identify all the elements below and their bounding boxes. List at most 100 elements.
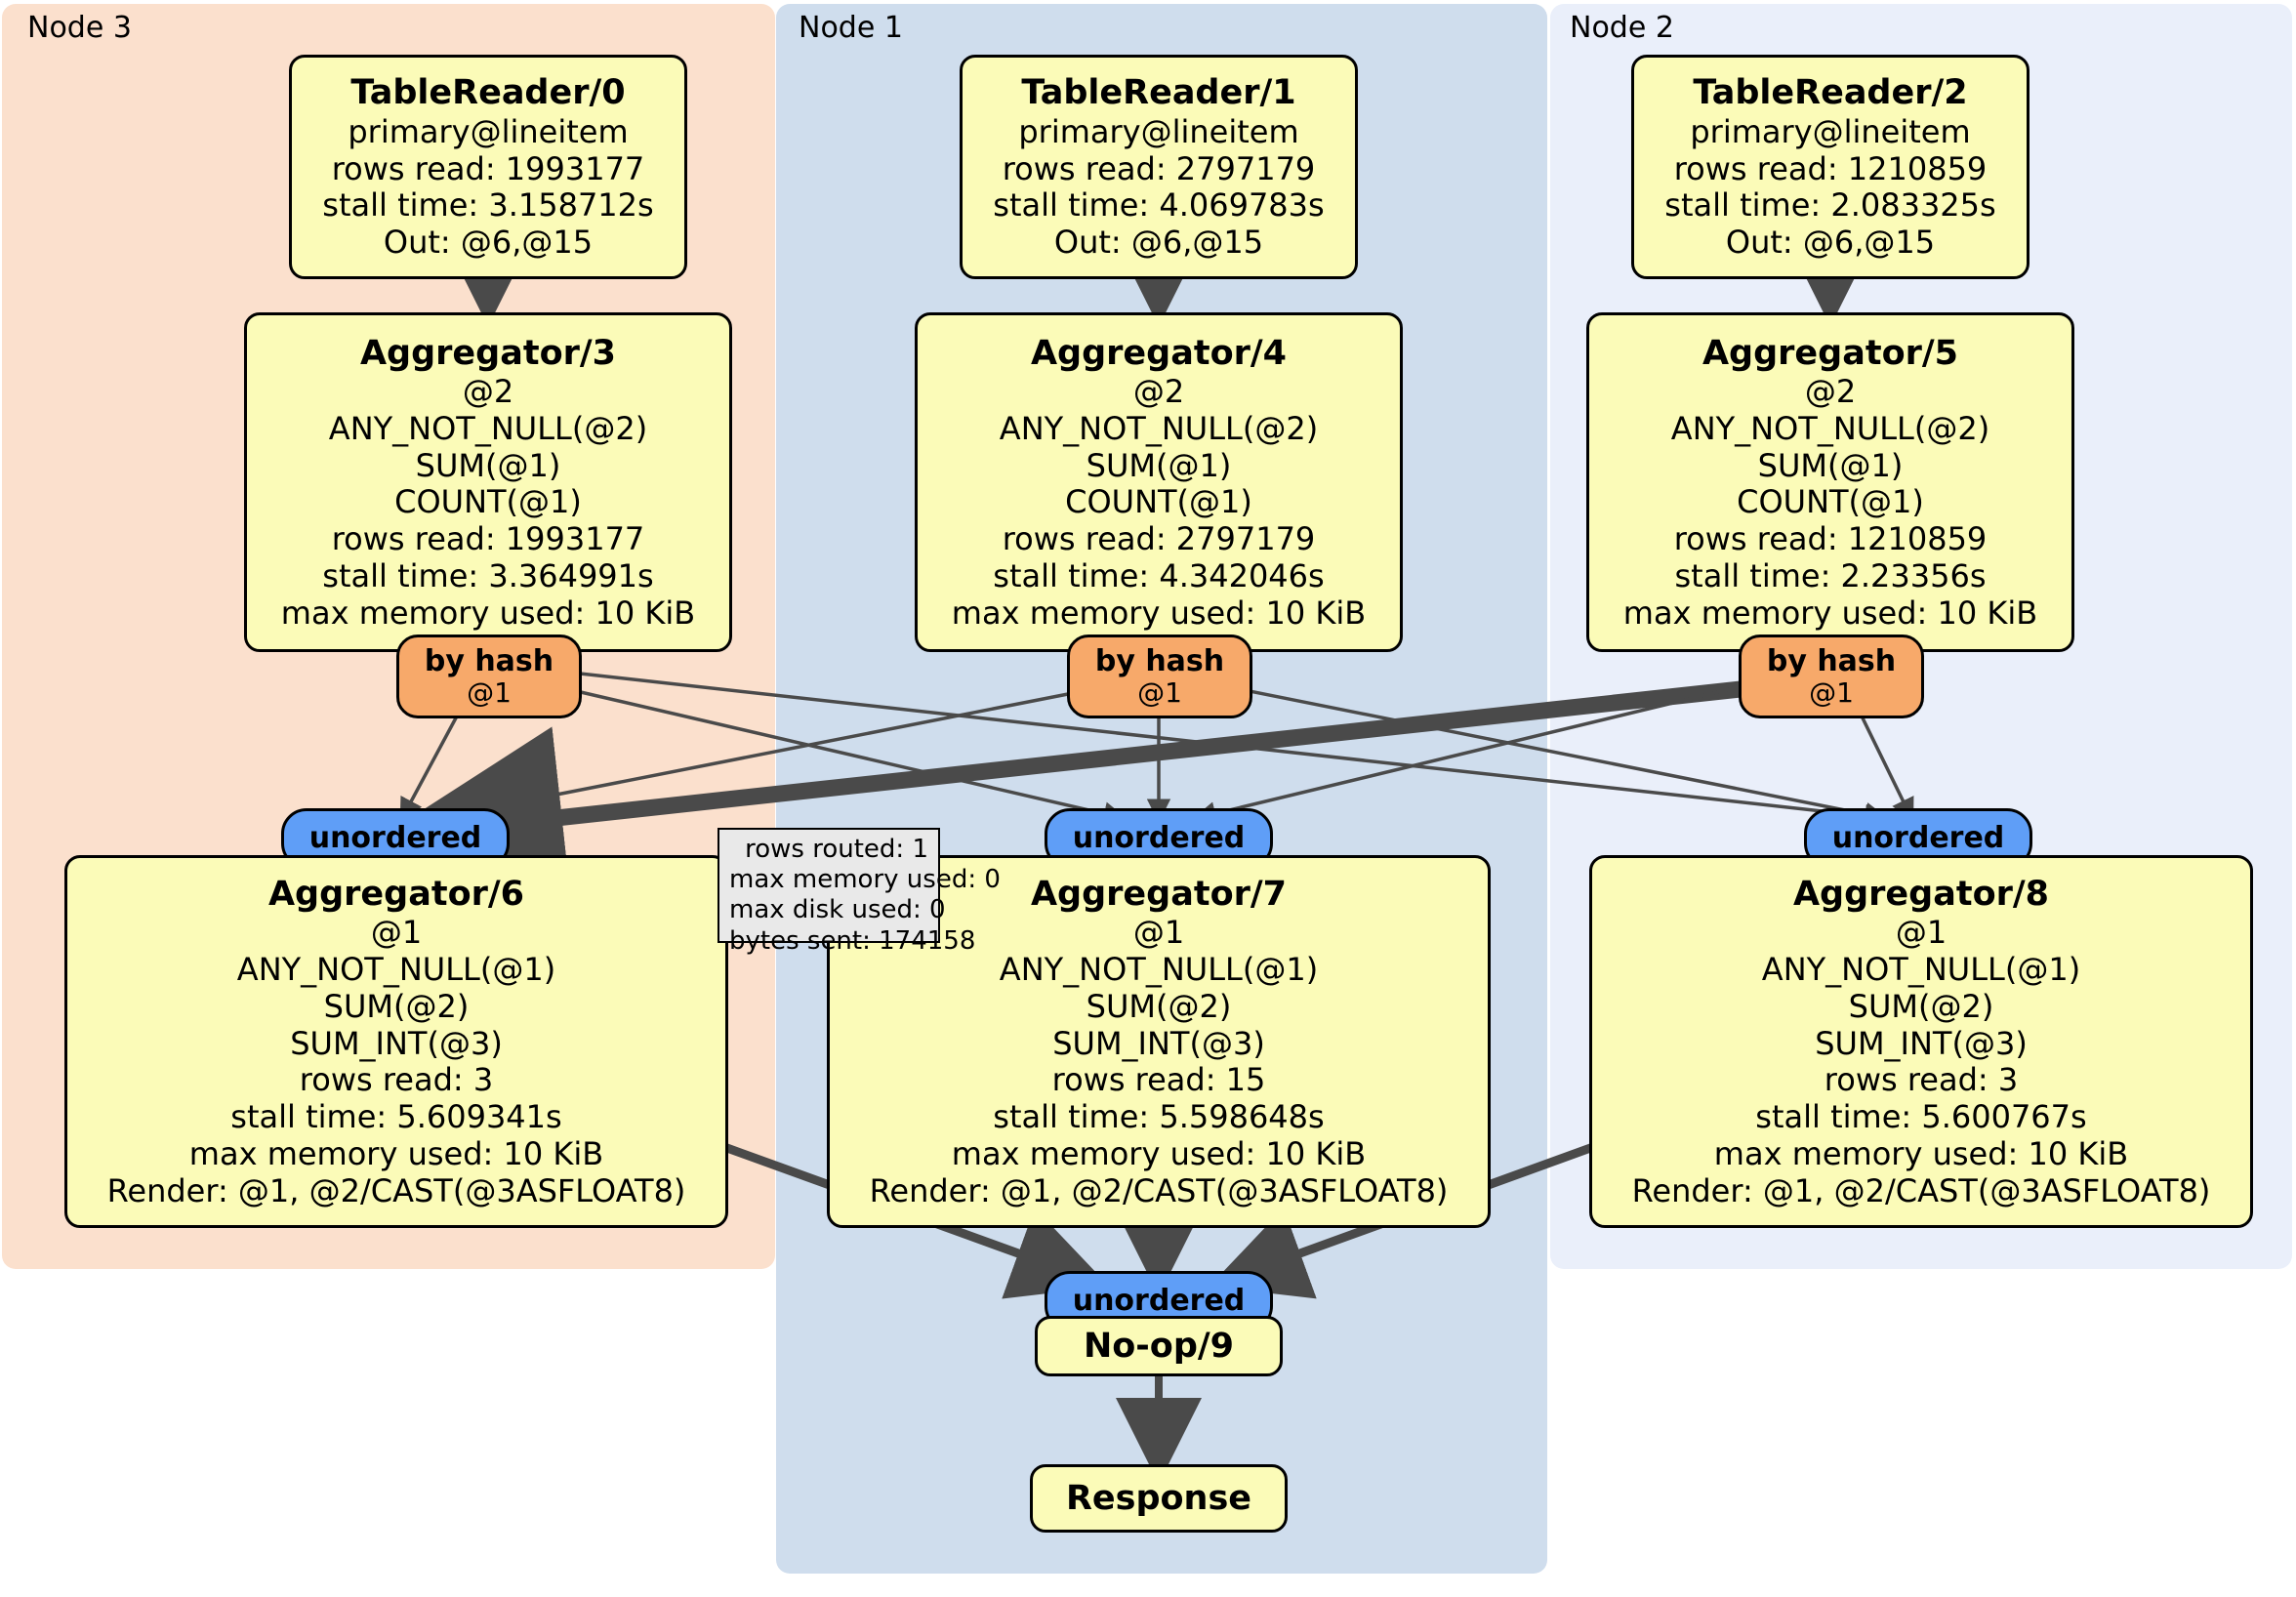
cluster-label-node-3: Node 3 [27, 11, 132, 45]
router-by-hash-node3[interactable]: by hash @1 [396, 635, 582, 718]
node-aggregator-3[interactable]: Aggregator/3 @2 ANY_NOT_NULL(@2) SUM(@1)… [244, 312, 732, 652]
node-line: SUM_INT(@3) [1815, 1024, 2028, 1062]
edge-hash5-to-unordered-a [380, 675, 1795, 909]
node-line: @2 [1804, 373, 1857, 411]
node-tablereader-2[interactable]: TableReader/2 primary@lineitem rows read… [1631, 55, 2030, 279]
node-line: ANY_NOT_NULL(@2) [1670, 409, 1990, 447]
edge-hash4-to-unordered-c [1210, 681, 1889, 827]
node-line: Out: @6,@15 [1053, 224, 1264, 262]
node-line: COUNT(@1) [1065, 483, 1252, 521]
node-line: stall time: 2.23356s [1674, 556, 1987, 594]
node-line: max memory used: 10 KiB [1713, 1134, 2129, 1172]
node-title: TableReader/2 [1693, 73, 1968, 113]
node-line: rows read: 2797179 [1002, 149, 1316, 187]
node-title: No-op/9 [1083, 1326, 1235, 1366]
node-line: rows read: 1210859 [1673, 149, 1988, 187]
unordered-label: unordered [1072, 821, 1246, 856]
node-line: SUM_INT(@3) [290, 1024, 503, 1062]
cluster-label-node-2: Node 2 [1570, 11, 1674, 45]
node-line: max memory used: 10 KiB [951, 594, 1367, 632]
node-line: stall time: 5.598648s [993, 1098, 1325, 1136]
node-line: SUM(@2) [323, 987, 470, 1025]
stats-line: max memory used: 0 [729, 865, 1001, 895]
node-title: Response [1065, 1478, 1252, 1518]
node-line: rows read: 1993177 [331, 149, 645, 187]
stats-line: bytes sent: 174158 [729, 925, 976, 956]
node-line: ANY_NOT_NULL(@1) [1761, 951, 2081, 989]
node-line: stall time: 2.083325s [1664, 186, 1996, 225]
node-aggregator-5[interactable]: Aggregator/5 @2 ANY_NOT_NULL(@2) SUM(@1)… [1586, 312, 2074, 652]
node-line: @1 [370, 914, 423, 952]
node-aggregator-4[interactable]: Aggregator/4 @2 ANY_NOT_NULL(@2) SUM(@1)… [915, 312, 1403, 652]
node-line: rows read: 1210859 [1673, 520, 1988, 558]
node-line: @1 [1132, 914, 1185, 952]
node-line: SUM(@2) [1086, 987, 1232, 1025]
node-line: rows read: 3 [1824, 1061, 2019, 1099]
node-title: Aggregator/6 [267, 874, 525, 914]
router-sublabel: @1 [1137, 676, 1182, 710]
node-line: SUM_INT(@3) [1052, 1024, 1265, 1062]
node-line: SUM(@1) [415, 446, 561, 484]
node-line: @2 [462, 373, 514, 411]
node-line: Render: @1, @2/CAST(@3ASFLOAT8) [869, 1171, 1449, 1209]
unordered-label: unordered [1831, 821, 2005, 856]
node-line: rows read: 15 [1051, 1061, 1266, 1099]
edge-hash5-to-unordered-b [1192, 672, 1795, 826]
node-title: TableReader/1 [1021, 73, 1296, 113]
node-line: primary@lineitem [1690, 112, 1971, 150]
node-line: @1 [1895, 914, 1948, 952]
node-tablereader-1[interactable]: TableReader/1 primary@lineitem rows read… [960, 55, 1358, 279]
node-line: SUM(@1) [1757, 446, 1904, 484]
node-line: @2 [1132, 373, 1185, 411]
node-line: max memory used: 10 KiB [951, 1134, 1367, 1172]
router-by-hash-node1[interactable]: by hash @1 [1067, 635, 1252, 718]
node-line: primary@lineitem [348, 112, 629, 150]
node-no-op-9[interactable]: No-op/9 [1035, 1316, 1283, 1376]
stats-line: rows routed: 1 [745, 835, 928, 864]
node-aggregator-6[interactable]: Aggregator/6 @1 ANY_NOT_NULL(@1) SUM(@2)… [64, 855, 728, 1228]
node-aggregator-8[interactable]: Aggregator/8 @1 ANY_NOT_NULL(@1) SUM(@2)… [1589, 855, 2253, 1228]
node-line: ANY_NOT_NULL(@2) [999, 409, 1319, 447]
node-line: COUNT(@1) [1737, 483, 1924, 521]
router-label: by hash [1094, 643, 1225, 678]
node-line: ANY_NOT_NULL(@2) [328, 409, 648, 447]
node-line: Out: @6,@15 [1725, 224, 1936, 262]
node-line: Out: @6,@15 [383, 224, 594, 262]
node-line: stall time: 3.158712s [322, 186, 654, 225]
node-title: Aggregator/3 [359, 333, 617, 373]
cluster-label-node-1: Node 1 [799, 11, 903, 45]
node-line: ANY_NOT_NULL(@1) [999, 951, 1319, 989]
node-title: Aggregator/4 [1030, 333, 1288, 373]
node-title: TableReader/0 [350, 73, 626, 113]
router-by-hash-node2[interactable]: by hash @1 [1739, 635, 1924, 718]
node-line: stall time: 4.342046s [993, 556, 1325, 594]
node-line: stall time: 5.609341s [230, 1098, 562, 1136]
node-title: Aggregator/5 [1702, 333, 1959, 373]
stats-tooltip-box: rows routed: 1 max memory used: 0 max di… [718, 828, 1001, 956]
node-line: rows read: 2797179 [1002, 520, 1316, 558]
node-line: stall time: 3.364991s [322, 556, 654, 594]
node-line: rows read: 3 [299, 1061, 494, 1099]
router-sublabel: @1 [467, 676, 512, 710]
router-label: by hash [1766, 643, 1897, 678]
node-line: ANY_NOT_NULL(@1) [236, 951, 556, 989]
node-title: Aggregator/7 [1030, 874, 1288, 914]
unordered-label: unordered [308, 821, 482, 856]
node-line: stall time: 5.600767s [1755, 1098, 2087, 1136]
node-line: primary@lineitem [1018, 112, 1299, 150]
node-aggregator-7[interactable]: Aggregator/7 @1 ANY_NOT_NULL(@1) SUM(@2)… [827, 855, 1491, 1228]
node-line: Render: @1, @2/CAST(@3ASFLOAT8) [106, 1171, 686, 1209]
router-label: by hash [424, 643, 554, 678]
node-response[interactable]: Response [1030, 1464, 1288, 1533]
node-line: max memory used: 10 KiB [280, 594, 696, 632]
node-title: Aggregator/8 [1792, 874, 2050, 914]
node-line: rows read: 1993177 [331, 520, 645, 558]
node-line: SUM(@1) [1086, 446, 1232, 484]
node-line: stall time: 4.069783s [993, 186, 1325, 225]
unordered-label: unordered [1072, 1284, 1246, 1319]
edge-hash3-to-unordered-b [542, 681, 1128, 826]
node-line: max memory used: 10 KiB [188, 1134, 604, 1172]
node-tablereader-0[interactable]: TableReader/0 primary@lineitem rows read… [289, 55, 687, 279]
stats-line: max disk used: 0 [729, 895, 946, 925]
